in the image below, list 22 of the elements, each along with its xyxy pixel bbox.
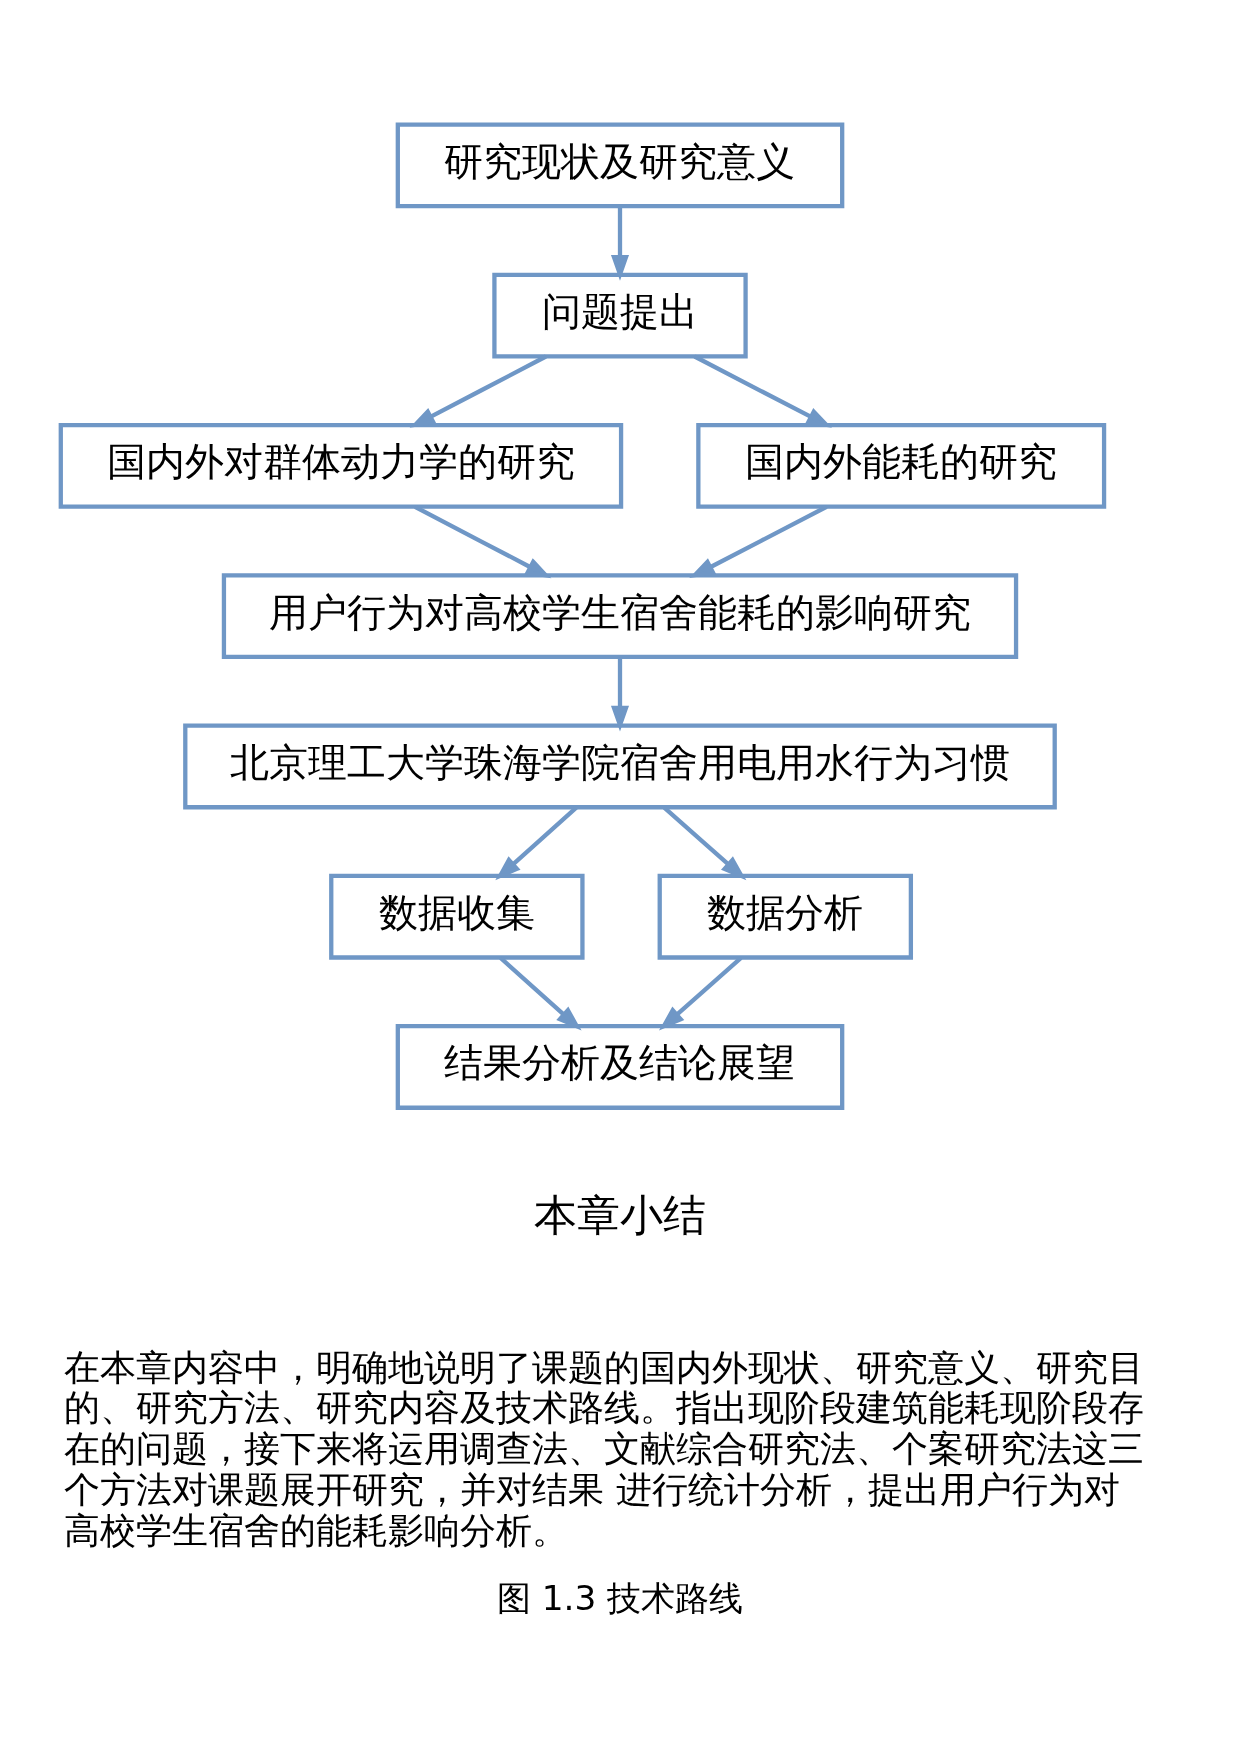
- caption: 图 1.3 技术路线: [496, 1577, 744, 1618]
- node-box: 结果分析及结论展望: [395, 1024, 845, 1110]
- arrow: [610, 206, 630, 281]
- node-box: 用户行为对高校学生宿舍能耗的影响研究: [221, 573, 1019, 660]
- node-box: 国内外能耗的研究: [696, 422, 1107, 509]
- arrow: [610, 657, 630, 732]
- node-box: 问题提出: [492, 272, 748, 359]
- node-box: 北京理工大学珠海学院宿舍用电用水行为习惯: [183, 723, 1057, 810]
- label: 本章小结: [534, 1190, 706, 1241]
- node-box: 数据收集: [329, 873, 585, 960]
- arrow: [662, 806, 747, 881]
- arrow: [689, 504, 828, 579]
- label: 在本章内容中，明确地说明了课题的国内外现状、研究意义、研究目的、研究方法、研究内容及技术路线。指出现阶段建筑能耗现阶段存在的问题，接下来将运用调查法、文献综合研究法、个案研究法这三个方法对课题展开研究，并对结果 进行统计分析，提出用户行为对高校学生宿舍的能耗影响分析。: [64, 1345, 1145, 1552]
- node-box: 数据分析: [657, 873, 914, 960]
- arrow: [414, 504, 552, 579]
- arrow: [693, 354, 832, 428]
- arrow: [499, 956, 582, 1031]
- arrow: [495, 806, 578, 881]
- arrow: [409, 354, 547, 428]
- arrow: [658, 956, 743, 1031]
- node-box: 国内外对群体动力学的研究: [58, 422, 624, 509]
- node-box: 研究现状及研究意义: [395, 122, 845, 209]
